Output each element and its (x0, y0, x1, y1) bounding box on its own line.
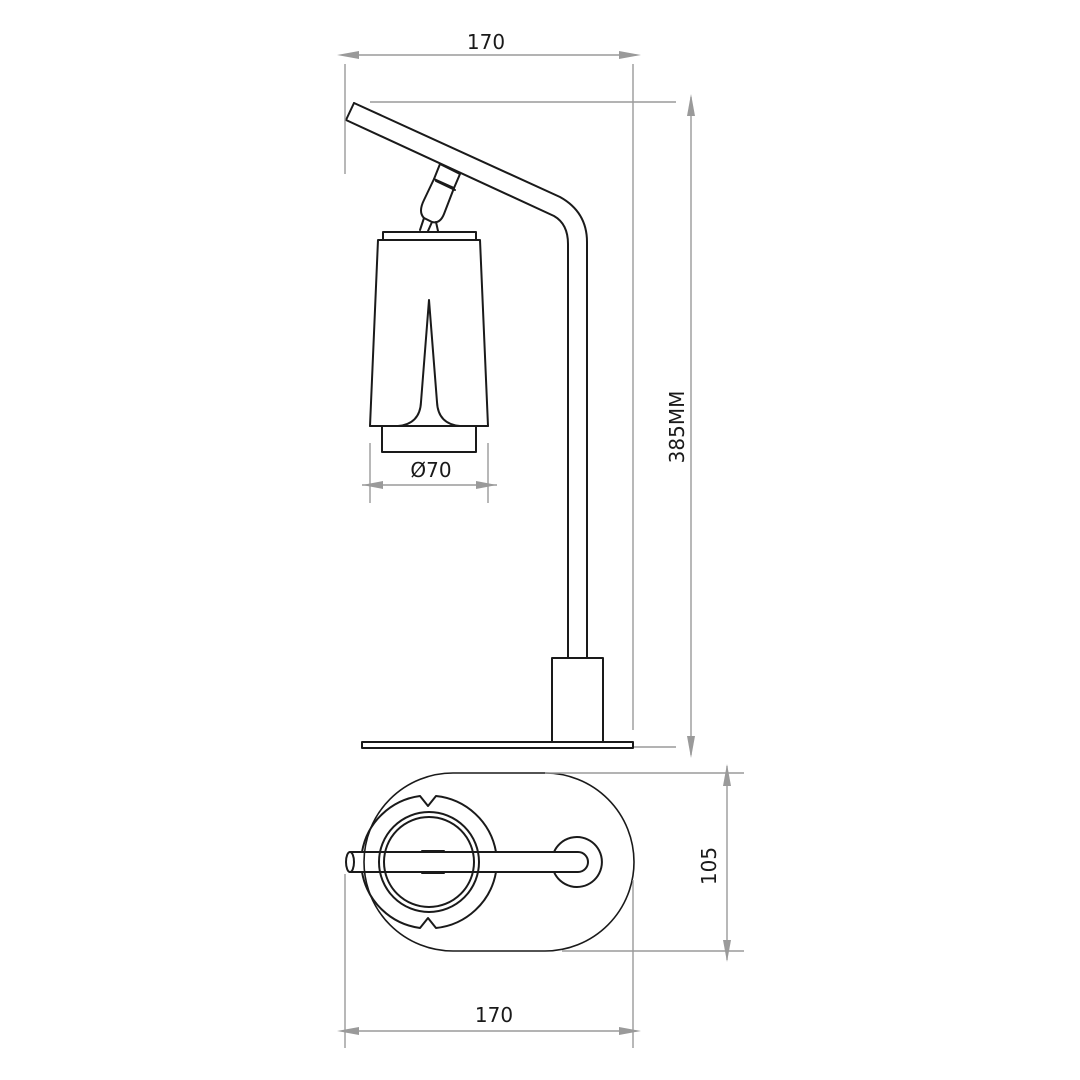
dimension-base-width: 170 (337, 874, 641, 1048)
dimension-overall-height: 385MM (370, 94, 695, 758)
base-plate-outline (363, 772, 635, 952)
lamp-shade (369, 231, 489, 453)
dimension-label-height: 385MM (665, 391, 689, 464)
dimension-base-depth: 105 (545, 764, 744, 962)
dimension-label-base-width: 170 (475, 1003, 513, 1027)
dimension-label-top-width: 170 (467, 30, 505, 54)
lamp-base-side (361, 657, 634, 749)
side-elevation-view: 170 385MM Ø70 (337, 30, 695, 758)
shade-top-ring (361, 795, 497, 929)
arm-top (345, 836, 603, 888)
bulb-socket (419, 163, 461, 232)
lamp-arm (345, 102, 588, 659)
dimension-label-shade-diameter: Ø70 (410, 458, 451, 482)
dimension-label-base-depth: 105 (697, 847, 721, 885)
dimension-shade-diameter: Ø70 (362, 443, 497, 503)
dimension-top-width: 170 (337, 30, 641, 730)
top-plan-view: 105 170 (337, 764, 744, 1048)
